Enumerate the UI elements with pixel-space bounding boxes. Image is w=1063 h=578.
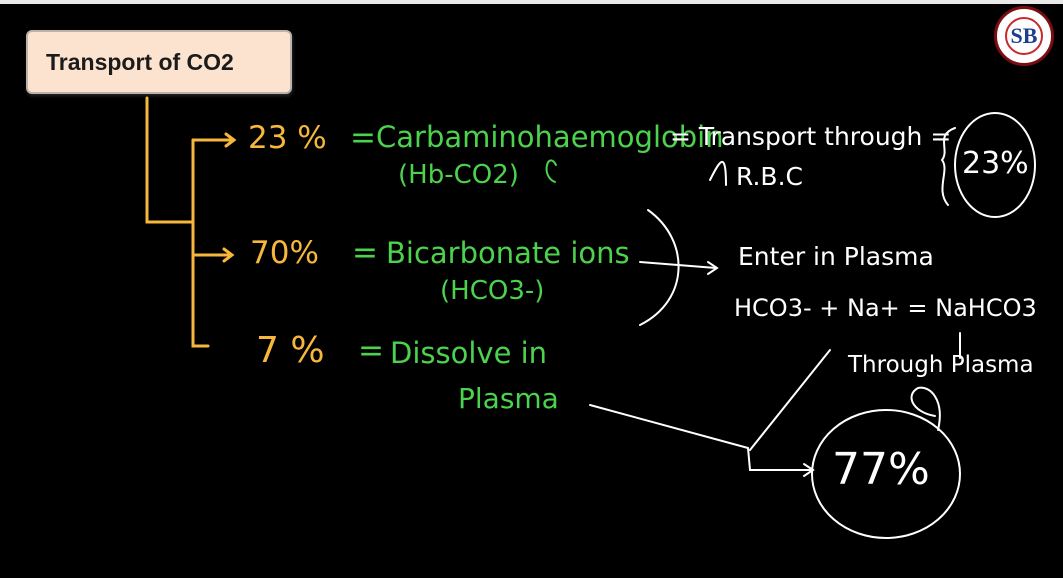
branch-1-equals: = bbox=[350, 120, 376, 156]
circle-77 bbox=[811, 409, 961, 539]
branch-1-percent: 23 % bbox=[248, 120, 327, 156]
through-plasma-text: Through Plasma bbox=[848, 352, 1034, 378]
circle-23-text: 23% bbox=[962, 146, 1029, 181]
curly-brace bbox=[940, 127, 956, 206]
top-bar bbox=[0, 0, 1063, 4]
big-bracket bbox=[639, 209, 680, 326]
circle-77-text: 77% bbox=[832, 444, 930, 495]
arrow-enter-line bbox=[639, 261, 717, 269]
white-strokes bbox=[545, 112, 1036, 539]
logo-text: SB bbox=[1005, 17, 1043, 55]
arrow-enter-head bbox=[707, 261, 719, 275]
branch-2-label: Bicarbonate ions bbox=[386, 236, 630, 270]
enter-plasma-text: Enter in Plasma bbox=[738, 242, 934, 271]
green-mark-scribble bbox=[545, 159, 557, 183]
branch-2-percent: 70% bbox=[250, 235, 319, 271]
title-box: Transport of CO2 bbox=[26, 30, 292, 94]
branch-1-label: Carbaminohaemoglobin bbox=[376, 120, 724, 154]
circle-23 bbox=[954, 112, 1036, 218]
equation-text: HCO3- + Na+ = NaHCO3 bbox=[734, 294, 1037, 322]
branch-3-label2: Plasma bbox=[458, 382, 559, 415]
arrow-77-line bbox=[747, 447, 813, 471]
transport-through-text: = Transport through = bbox=[670, 122, 952, 151]
arrow-through-line bbox=[749, 349, 831, 451]
branch-3-label: Dissolve in bbox=[390, 336, 548, 370]
branch-1-sub: (Hb-CO2) bbox=[398, 160, 519, 190]
rbc-scribble bbox=[709, 160, 727, 186]
arrow-plasma-line bbox=[589, 404, 749, 449]
brand-logo: SB bbox=[994, 6, 1054, 66]
branch-3-equals: = bbox=[358, 333, 384, 369]
branch-tree bbox=[145, 96, 237, 348]
tree-trunk bbox=[191, 138, 210, 348]
branch-2-sub: (HCO3-) bbox=[440, 276, 545, 306]
branch-1-arrowhead bbox=[224, 132, 237, 148]
branch-2-arrowhead bbox=[222, 247, 235, 263]
branch-2-equals: = bbox=[352, 235, 378, 271]
branch-3-percent: 7 % bbox=[256, 330, 325, 371]
through-loop bbox=[910, 386, 941, 431]
tree-stem bbox=[145, 96, 195, 224]
page-title: Transport of CO2 bbox=[46, 49, 234, 75]
rbc-text: R.B.C bbox=[736, 162, 803, 191]
